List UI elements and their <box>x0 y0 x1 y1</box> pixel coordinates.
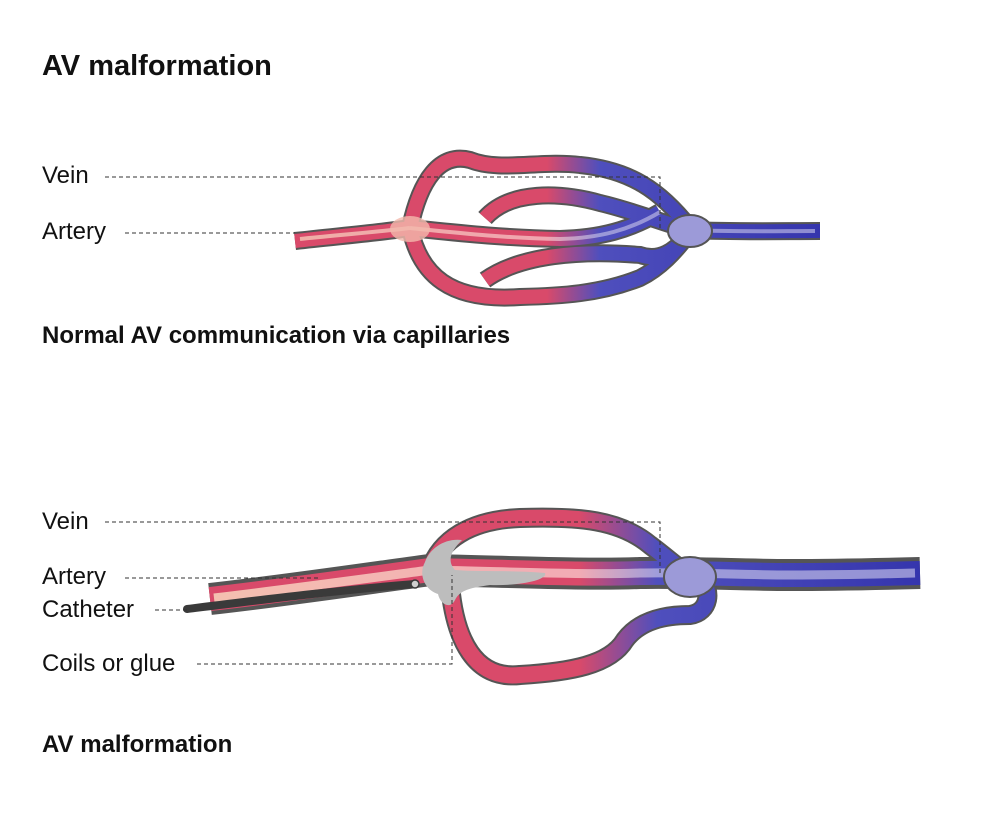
bottom-artery-label: Artery <box>42 563 107 590</box>
bottom-vein-label: Vein <box>42 508 89 535</box>
top-artery-label: Artery <box>42 218 107 245</box>
top-vein-label: Vein <box>42 162 89 189</box>
av-malformation-vessels <box>183 507 921 686</box>
capillary-network <box>294 149 821 307</box>
bottom-leader-lines <box>105 521 661 665</box>
bottom-caption: AV malformation <box>42 731 233 758</box>
top-caption: Normal AV communication via capillaries <box>42 322 511 349</box>
page-title: AV malformation <box>42 50 272 82</box>
bottom-coils-label: Coils or glue <box>42 650 176 677</box>
coil-plug <box>422 539 546 606</box>
catheter <box>183 579 420 613</box>
bottom-catheter-label: Catheter <box>42 596 135 623</box>
top-leader-lines <box>105 176 661 234</box>
